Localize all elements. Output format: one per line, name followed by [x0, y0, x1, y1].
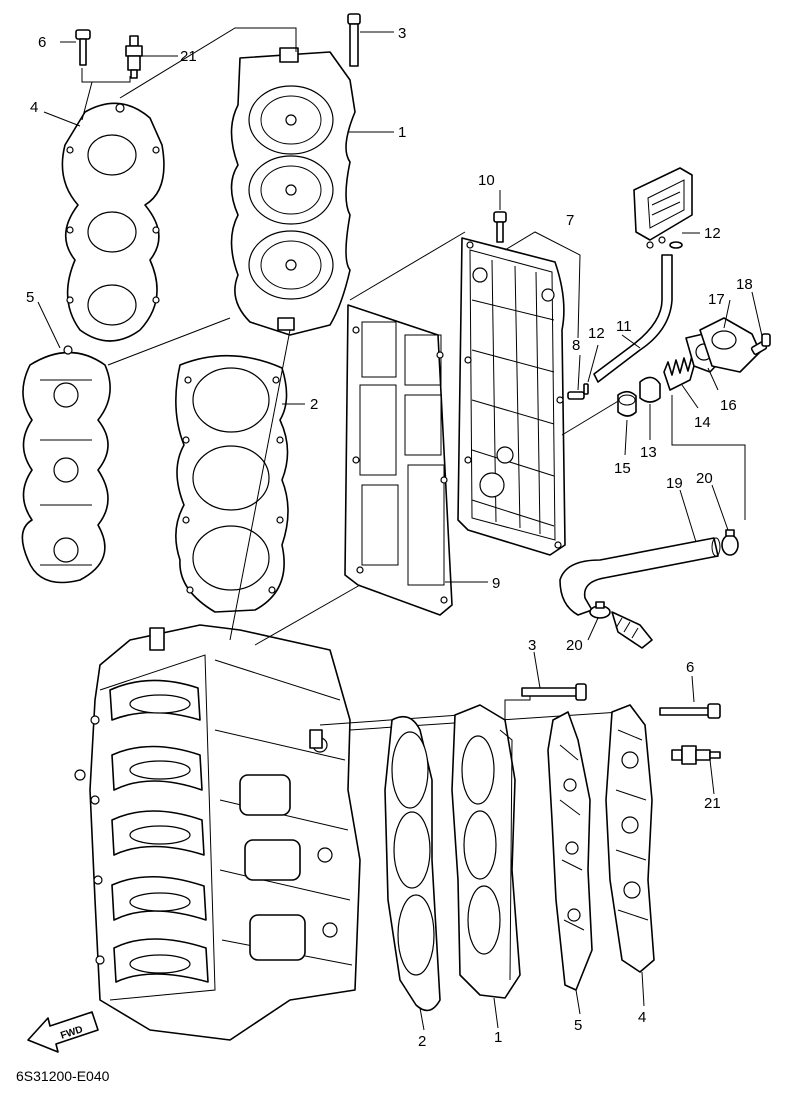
bolt-18 — [750, 333, 771, 356]
cylinder-head-cover-4-top — [61, 102, 165, 342]
callout-4-top: 4 — [30, 99, 38, 116]
drawing-code: 6S31200-E040 — [16, 1068, 110, 1084]
callout-7: 7 — [566, 212, 574, 229]
cover-gasket-5-top — [21, 345, 111, 584]
callout-5-top: 5 — [26, 289, 34, 306]
hose-11 — [593, 254, 673, 383]
thermostat-cover-17 — [699, 317, 761, 373]
bolt-6-top — [75, 29, 91, 66]
exhaust-cover-7 — [457, 237, 566, 556]
water-hose-19 — [559, 537, 721, 616]
callout-5-bottom: 5 — [574, 1017, 582, 1034]
callout-15: 15 — [614, 460, 631, 477]
cover-gasket-5-bottom — [547, 711, 593, 991]
hose-clamp-20-lower — [589, 601, 611, 619]
pressure-control-valve-housing — [633, 167, 693, 249]
bolt-10 — [493, 211, 507, 243]
callout-10: 10 — [478, 172, 495, 189]
callout-12-upper: 12 — [704, 225, 721, 242]
callout-3-top: 3 — [398, 25, 406, 42]
head-gasket-2-top — [175, 354, 289, 613]
callout-16: 16 — [720, 397, 737, 414]
callout-19: 19 — [666, 475, 683, 492]
callout-11: 11 — [616, 318, 632, 335]
forward-direction-arrow: FWD — [27, 1011, 99, 1053]
head-gasket-2-bottom — [384, 715, 441, 1012]
hose-fitting — [611, 611, 653, 649]
bolt-6-bottom — [659, 703, 721, 719]
o-ring-12 — [669, 241, 683, 249]
callout-21-top: 21 — [180, 48, 197, 65]
callout-12-lower: 12 — [588, 325, 605, 342]
spark-plug-21-bottom — [671, 745, 721, 765]
callout-1-bottom: 1 — [494, 1029, 502, 1046]
callout-6-top: 6 — [38, 34, 46, 51]
callout-20-upper: 20 — [696, 470, 713, 487]
callout-2-top: 2 — [310, 396, 318, 413]
cap-15 — [617, 390, 637, 417]
o-ring-12-small — [583, 383, 589, 395]
spring-14 — [663, 355, 695, 391]
callout-13: 13 — [640, 444, 657, 461]
cylinder-head-1-bottom — [451, 704, 521, 999]
exhaust-cover-gasket-9 — [344, 304, 453, 616]
callout-6-bottom: 6 — [686, 659, 694, 676]
callout-4-bottom: 4 — [638, 1009, 646, 1026]
fitting-8 — [567, 391, 585, 400]
bolt-3-top — [347, 13, 361, 67]
spark-plug-21-top — [125, 35, 143, 79]
bolt-3-bottom — [521, 683, 587, 701]
callout-20-lower: 20 — [566, 637, 583, 654]
callout-17: 17 — [708, 291, 725, 308]
callout-21-bottom: 21 — [704, 795, 721, 812]
callout-9: 9 — [492, 575, 500, 592]
callout-2-bottom: 2 — [418, 1033, 426, 1050]
cylinder-head-cover-4-bottom — [605, 704, 655, 973]
thermostat-13 — [639, 376, 661, 403]
hose-clamp-20-upper — [721, 529, 739, 556]
cylinder-block — [74, 624, 361, 1041]
callout-3-bottom: 3 — [528, 637, 536, 654]
callout-8: 8 — [572, 337, 580, 354]
callout-14: 14 — [694, 414, 711, 431]
cylinder-head-1-top — [230, 47, 356, 336]
callout-18: 18 — [736, 276, 753, 293]
callout-1-top: 1 — [398, 124, 406, 141]
